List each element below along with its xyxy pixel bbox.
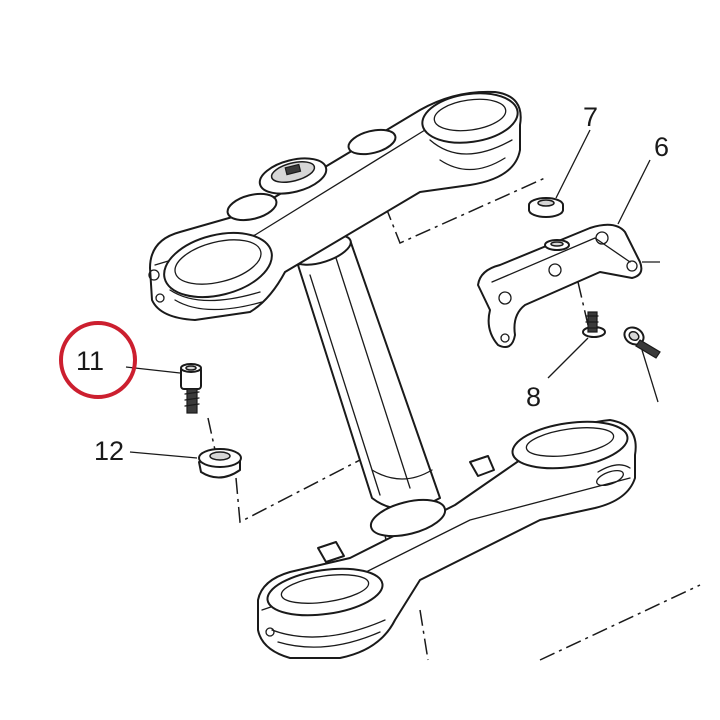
- bolt-11: [180, 363, 202, 414]
- callout-7: 7: [583, 102, 598, 132]
- steering-stem: [292, 234, 441, 510]
- callout-6: 6: [654, 132, 669, 162]
- callout-12: 12: [94, 436, 124, 466]
- upper-triple-clamp: [148, 90, 522, 321]
- screw-8: [582, 311, 606, 338]
- grommet-7: [528, 197, 564, 218]
- grommet-lower-bracket: [544, 239, 570, 251]
- mounting-bracket: [477, 223, 643, 348]
- callout-8: 8: [526, 382, 541, 412]
- highlight-ring-11: [59, 321, 137, 399]
- callout-11: 11: [76, 346, 104, 376]
- screw-right: [623, 326, 661, 359]
- grommet-12: [198, 448, 242, 479]
- lower-triple-clamp: [257, 419, 637, 659]
